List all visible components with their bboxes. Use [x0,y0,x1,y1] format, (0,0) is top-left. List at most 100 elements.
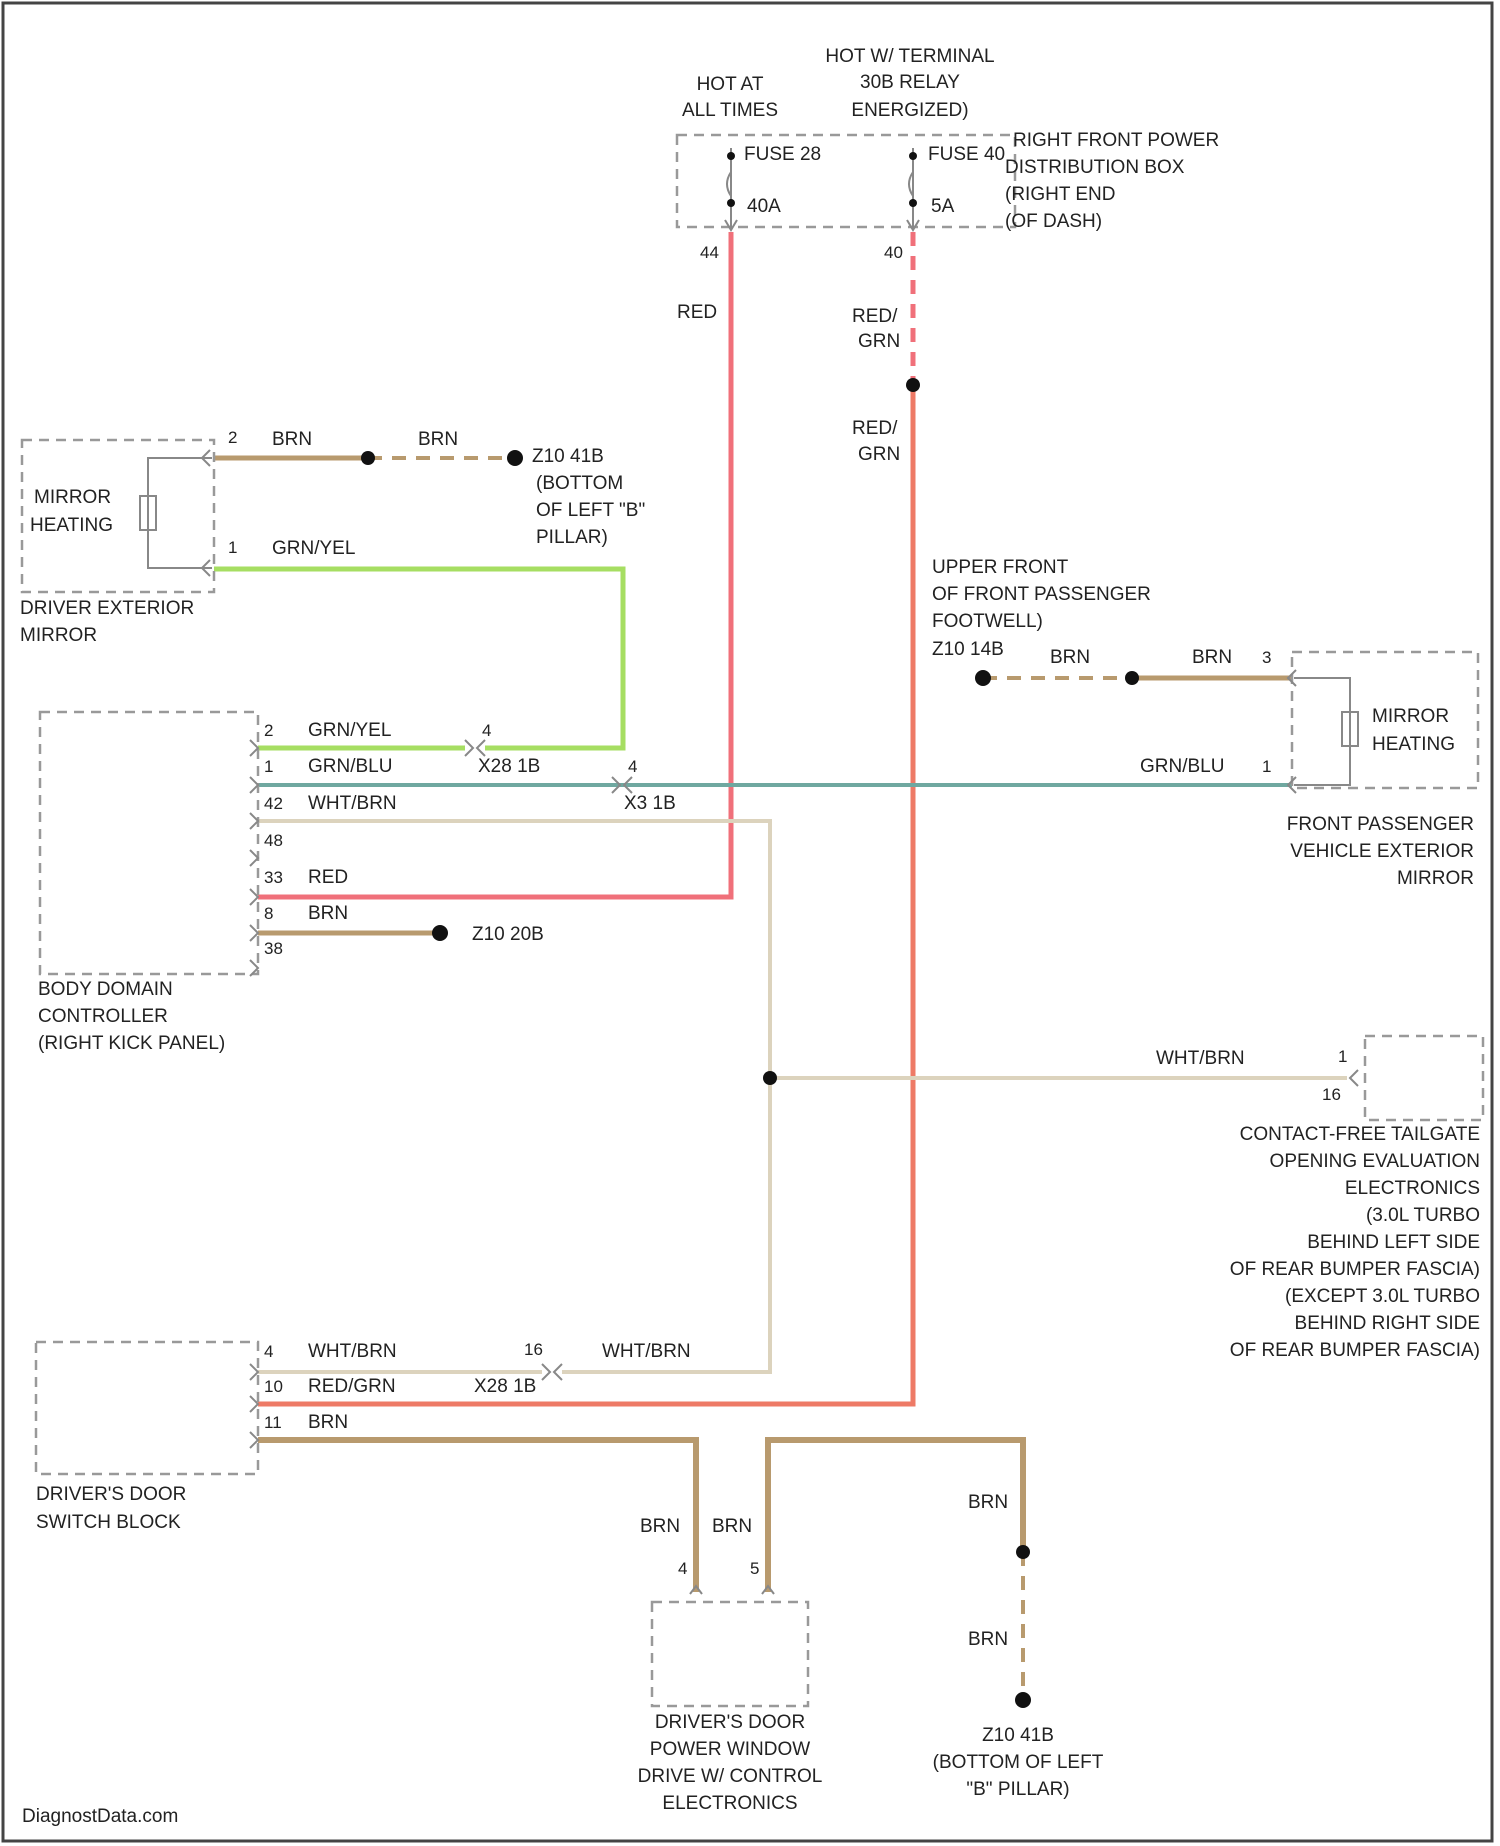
pass-mirror-inner-2: HEATING [1372,734,1455,755]
bdc-wire-red: RED [308,867,348,888]
bdc-label-1: BODY DOMAIN [38,979,173,1000]
switch-pin-4: 4 [264,1342,273,1361]
hot-all-times-line2: ALL TIMES [682,100,778,121]
labels: HOT AT ALL TIMES HOT W/ TERMINAL 30B REL… [20,46,1480,1827]
bdc-label-2: CONTROLLER [38,1006,168,1027]
watermark: DiagnostData.com [22,1806,178,1827]
window-module-outline [652,1602,808,1706]
driver-heating-element-symbol [140,458,212,568]
pass-mirror-label-1: FRONT PASSENGER [1287,814,1474,835]
pass-mirror-wire-brn-a: BRN [1050,647,1090,668]
driver-mirror-wire-brn-b: BRN [418,429,458,450]
driver-mirror-ground-1: Z10 41B [532,446,604,467]
switch-block-label-1: DRIVER'S DOOR [36,1484,186,1505]
fuse-28-pin: 44 [700,243,719,262]
pass-mirror-pin-1: 1 [1262,757,1271,776]
tailgate-label-6: OF REAR BUMPER FASCIA) [1230,1259,1480,1280]
pass-mirror-wire-grn-blu: GRN/BLU [1140,756,1224,777]
pass-mirror-label-3: MIRROR [1397,868,1474,889]
fuse-40-bottom-node [909,199,917,207]
bdc-pin-1: 1 [264,757,273,776]
window-label-1: DRIVER'S DOOR [655,1712,805,1733]
fuse-40-top-node [909,152,917,160]
bdc-pin-2: 2 [264,721,273,740]
driver-mirror-inner-1: MIRROR [34,487,111,508]
hot-terminal-line3: ENERGIZED) [851,100,968,121]
tailgate-label-5: BEHIND LEFT SIDE [1307,1232,1480,1253]
bdc-pin-33: 33 [264,868,283,887]
window-ground-3: "B" PILLAR) [966,1779,1069,1800]
bdc-outline [40,712,258,974]
driver-mirror-ground-3: OF LEFT "B" [536,500,645,521]
passenger-heating-element-symbol [1294,678,1358,785]
switch-wire-red-grn: RED/GRN [308,1376,396,1397]
tailgate-label-1: CONTACT-FREE TAILGATE [1240,1124,1480,1145]
wire-brn-window-ground [768,1440,1023,1592]
fuse-28-bottom-node [727,199,735,207]
bdc-wire-wht-brn: WHT/BRN [308,793,397,814]
hot-terminal-line1: HOT W/ TERMINAL [825,46,994,67]
switch-block-outline [36,1342,258,1474]
x28b-name: X28 1B [474,1376,536,1397]
tailgate-label-4: (3.0L TURBO [1366,1205,1480,1226]
pass-mirror-ground-1: UPPER FRONT [932,557,1069,578]
fuse-box-label-line3: (RIGHT END [1005,184,1115,205]
driver-mirror-pin-1: 1 [228,538,237,557]
wire-grn-yel-mirror [214,569,623,748]
x28a-pin: 4 [482,721,491,740]
pass-mirror-inner-1: MIRROR [1372,706,1449,727]
hot-terminal-line2: 30B RELAY [860,72,960,93]
ground-z10-20b [432,925,448,941]
driver-mirror-wire-grn-yel: GRN/YEL [272,538,355,559]
x28a-name: X28 1B [478,756,540,777]
window-ground-1: Z10 41B [982,1725,1054,1746]
wire-brn-switch-window [258,1440,696,1592]
tailgate-wire-label: WHT/BRN [1156,1048,1245,1069]
window-pin-4: 4 [678,1559,687,1578]
wire-label-red-grn-upper-1: RED/ [852,306,898,327]
window-label-3: DRIVE W/ CONTROL [638,1766,823,1787]
window-ground-2: (BOTTOM OF LEFT [933,1752,1104,1773]
tailgate-label-7: (EXCEPT 3.0L TURBO [1285,1286,1480,1307]
switch-block-label-2: SWITCH BLOCK [36,1512,181,1533]
pass-mirror-pin-3: 3 [1262,648,1271,667]
window-wire-c: BRN [968,1492,1008,1513]
tailgate-label-9: OF REAR BUMPER FASCIA) [1230,1340,1480,1361]
pass-mirror-ground-3: FOOTWELL) [932,611,1043,632]
bdc-label-3: (RIGHT KICK PANEL) [38,1033,225,1054]
fuse-40-pin: 40 [884,243,903,262]
switch-wire-wht-brn: WHT/BRN [308,1341,397,1362]
splice-red-grn [906,378,920,392]
bdc-wire-brn: BRN [308,903,348,924]
tailgate-outline [1365,1036,1483,1120]
switch-wire-brn: BRN [308,1412,348,1433]
switch-pin-11: 11 [264,1413,282,1432]
hot-all-times-line1: HOT AT [697,74,764,95]
tailgate-label-8: BEHIND RIGHT SIDE [1295,1313,1480,1334]
bdc-pin-42: 42 [264,794,283,813]
pass-mirror-label-2: VEHICLE EXTERIOR [1290,841,1474,862]
components [22,135,1483,1708]
pass-mirror-ground-2: OF FRONT PASSENGER [932,584,1151,605]
ground-z10-41b-window [1015,1692,1031,1708]
window-wire-b: BRN [712,1516,752,1537]
driver-mirror-wire-brn-a: BRN [272,429,312,450]
tailgate-pin-16: 16 [1322,1085,1341,1104]
diagram-frame [3,3,1492,1841]
driver-mirror-label-1: DRIVER EXTERIOR [20,598,194,619]
bdc-wire-grn-yel: GRN/YEL [308,720,391,741]
wire-label-red-grn-lower-1: RED/ [852,418,898,439]
wire-label-red: RED [677,302,717,323]
window-label-2: POWER WINDOW [650,1739,810,1760]
ground-z10-41b-driver-mirror [507,450,523,466]
fuse-40-amps: 5A [931,196,955,217]
fuse-40-symbol [909,148,913,228]
splice-driver-mirror-ground [361,451,375,465]
pass-mirror-wire-brn-b: BRN [1192,647,1232,668]
fuse-28-symbol [727,148,731,228]
fuse-28-amps: 40A [747,196,781,217]
driver-mirror-inner-2: HEATING [30,515,113,536]
window-pin-5: 5 [750,1559,759,1578]
splice-pass-mirror-ground [1125,671,1139,685]
